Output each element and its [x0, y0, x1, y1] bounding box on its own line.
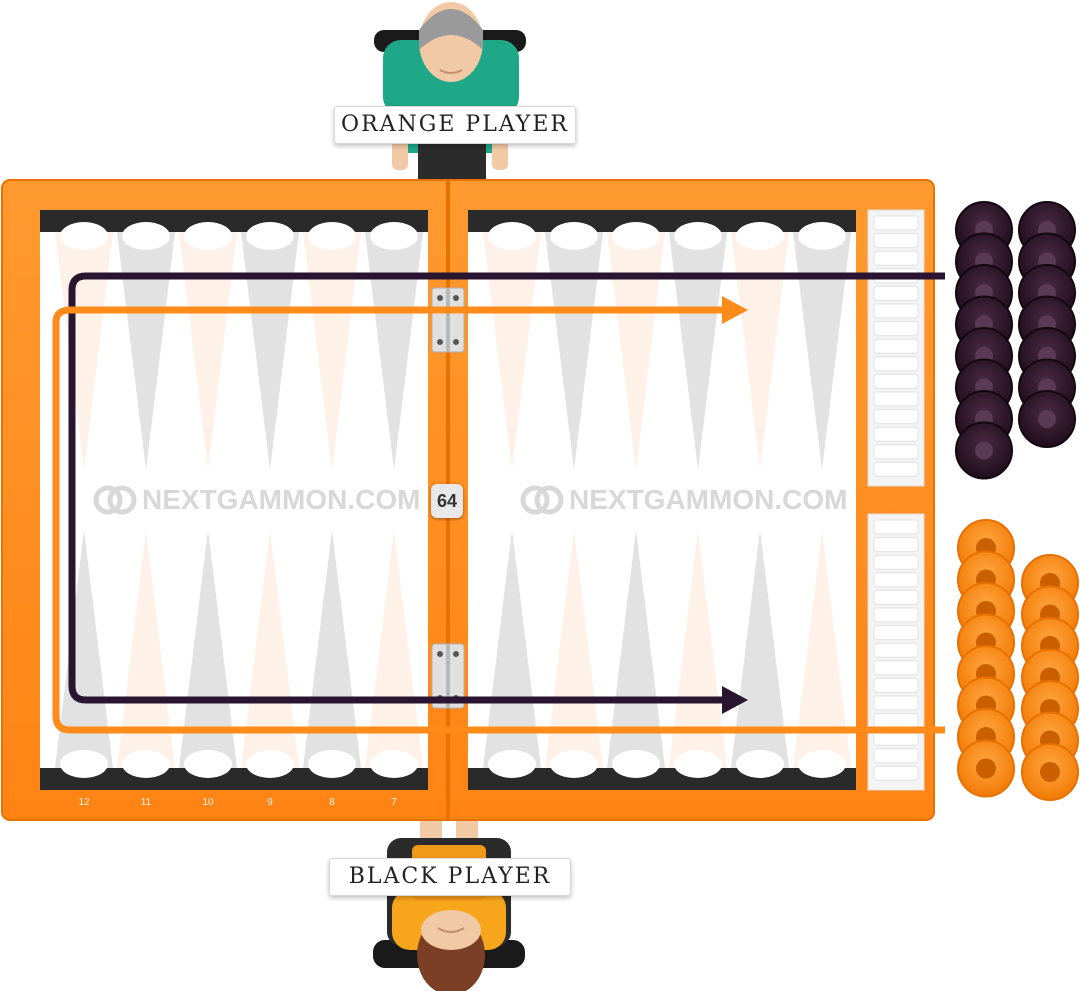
doubling-cube[interactable]: 64	[431, 484, 463, 518]
point-cap	[798, 222, 846, 250]
tray-slot	[873, 356, 919, 372]
point-triangle[interactable]	[793, 232, 851, 470]
board-points	[55, 222, 851, 778]
point-triangle[interactable]	[117, 232, 175, 470]
nextgammon-logo-icon	[520, 485, 564, 515]
tray-slot	[873, 250, 919, 266]
point-triangle[interactable]	[241, 530, 299, 768]
watermark-right: NEXTGAMMON.COM	[569, 484, 848, 515]
point-triangle[interactable]	[607, 232, 665, 470]
tray-slot	[873, 303, 919, 319]
point-triangle[interactable]	[483, 232, 541, 470]
point-cap	[122, 222, 170, 250]
bottom-player-label: BLACK PLAYER	[329, 858, 571, 896]
point-cap	[60, 222, 108, 250]
point-triangle[interactable]	[545, 530, 603, 768]
point-cap	[612, 750, 660, 778]
top-player-label: ORANGE PLAYER	[334, 106, 576, 144]
checkers	[955, 201, 1079, 801]
tray-slot	[873, 589, 919, 605]
point-cap	[370, 750, 418, 778]
point-cap	[612, 222, 660, 250]
tray-slot	[873, 338, 919, 354]
tray-slot	[873, 409, 919, 425]
orange-checker[interactable]	[957, 739, 1015, 798]
point-triangle[interactable]	[669, 232, 727, 470]
point-cap	[736, 222, 784, 250]
point-cap	[370, 222, 418, 250]
top-player-avatar	[374, 2, 526, 180]
tray-slot	[873, 607, 919, 623]
point-triangle[interactable]	[55, 530, 113, 768]
point-triangle[interactable]	[179, 530, 237, 768]
tray-slot	[873, 426, 919, 442]
point-cap	[308, 750, 356, 778]
tray-slot	[873, 537, 919, 553]
orange-checker[interactable]	[1021, 743, 1079, 801]
point-triangle[interactable]	[545, 232, 603, 470]
tray-slot	[873, 748, 919, 764]
point-triangle[interactable]	[483, 530, 541, 768]
point-triangle[interactable]	[303, 530, 361, 768]
tray-slot	[873, 519, 919, 535]
tray-slot	[873, 554, 919, 570]
point-cap	[550, 750, 598, 778]
bottom-player-avatar	[373, 820, 525, 991]
nextgammon-logo-icon	[93, 485, 137, 515]
point-triangle[interactable]	[365, 530, 423, 768]
black-checker[interactable]	[955, 421, 1013, 480]
tray-slot	[873, 625, 919, 641]
tray-slot	[873, 321, 919, 337]
tray-slot	[873, 391, 919, 407]
point-triangle[interactable]	[731, 530, 789, 768]
point-cap	[60, 750, 108, 778]
point-cap	[184, 222, 232, 250]
point-triangle[interactable]	[241, 232, 299, 470]
tray-slot	[873, 660, 919, 676]
point-triangle[interactable]	[179, 232, 237, 470]
tray-slot	[873, 215, 919, 231]
point-triangle[interactable]	[669, 530, 727, 768]
orange-direction-arrow	[52, 296, 945, 734]
tray-slot	[873, 285, 919, 301]
watermark-left: NEXTGAMMON.COM	[142, 484, 421, 515]
point-cap	[488, 222, 536, 250]
tray-slot	[873, 233, 919, 249]
point-cap	[798, 750, 846, 778]
point-triangle[interactable]	[607, 530, 665, 768]
point-triangle[interactable]	[731, 232, 789, 470]
point-cap	[184, 750, 232, 778]
point-cap	[488, 750, 536, 778]
point-cap	[308, 222, 356, 250]
hinge-icon	[431, 287, 465, 353]
point-cap	[246, 222, 294, 250]
tray-slot	[873, 713, 919, 729]
black-direction-arrow	[68, 272, 945, 714]
tray-slot	[873, 444, 919, 460]
tray-slot	[873, 461, 919, 477]
point-triangle[interactable]	[117, 530, 175, 768]
point-cap	[122, 750, 170, 778]
point-triangle[interactable]	[303, 232, 361, 470]
tray-slot	[873, 695, 919, 711]
point-triangle[interactable]	[365, 232, 423, 470]
point-cap	[674, 222, 722, 250]
point-cap	[246, 750, 294, 778]
point-triangle[interactable]	[793, 530, 851, 768]
tray-slot	[873, 373, 919, 389]
point-cap	[736, 750, 784, 778]
point-cap	[674, 750, 722, 778]
tray-slot	[873, 765, 919, 781]
black-checker[interactable]	[1018, 390, 1076, 448]
tray-slot	[873, 677, 919, 693]
tray-slot	[873, 642, 919, 658]
tray-slot	[873, 572, 919, 588]
point-cap	[550, 222, 598, 250]
